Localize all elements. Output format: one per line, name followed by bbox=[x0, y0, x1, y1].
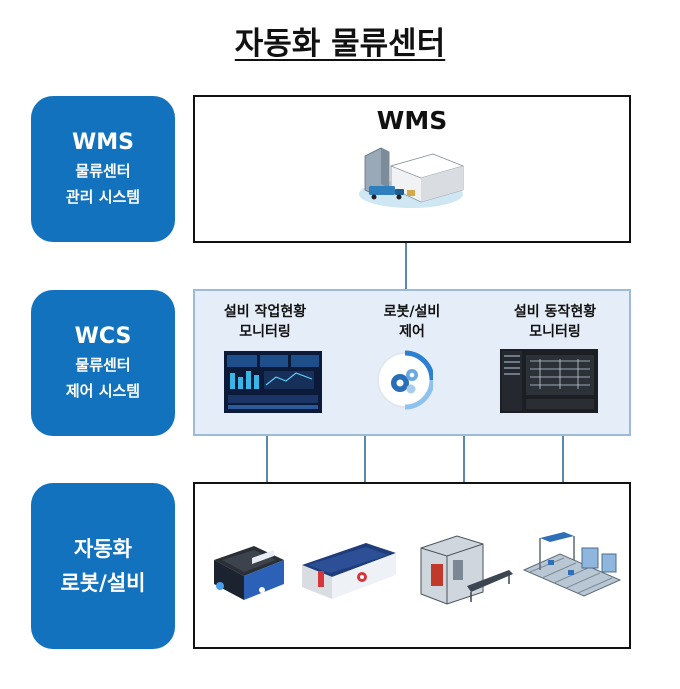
wcs-item-3-label: 설비 동작현황 모니터링 bbox=[490, 302, 620, 342]
operation-status-monitor-screen bbox=[500, 349, 598, 413]
robot-control-icon bbox=[377, 350, 433, 410]
tier-robot-line1: 자동화 bbox=[74, 537, 132, 561]
wcs-item-1-line1: 설비 작업현황 bbox=[223, 304, 307, 320]
connector-wcs-robot-3 bbox=[463, 436, 465, 482]
tier-wcs-line2: 제어 시스템 bbox=[65, 382, 141, 400]
connector-wcs-robot-1 bbox=[266, 436, 268, 482]
tier-wms-line1: 물류센터 bbox=[75, 162, 131, 180]
wcs-item-3-line1: 설비 동작현황 bbox=[513, 304, 597, 320]
tier-wcs-name: WCS bbox=[74, 324, 132, 349]
wcs-item-1-line2: 모니터링 bbox=[239, 324, 291, 340]
tier-wcs-pill: WCS 물류센터 제어 시스템 bbox=[31, 290, 175, 436]
wms-box-label: WMS bbox=[376, 106, 448, 135]
wcs-item-3-line2: 모니터링 bbox=[529, 324, 581, 340]
tier-wcs-line1: 물류센터 bbox=[75, 356, 131, 374]
wcs-item-2-line1: 로봇/설비 bbox=[383, 304, 441, 320]
wcs-item-2-line2: 제어 bbox=[399, 324, 425, 340]
conveyor-sorter-image bbox=[522, 532, 622, 597]
agv-robot-image bbox=[214, 546, 284, 600]
tier-robot-pill: 자동화 로봇/설비 bbox=[31, 483, 175, 649]
connector-wms-wcs bbox=[405, 243, 407, 289]
connector-wcs-robot-4 bbox=[562, 436, 564, 482]
shuttle-robot-image bbox=[302, 543, 396, 599]
diagram-title: 자동화 물류센터 bbox=[234, 26, 446, 62]
tier-wms-name: WMS bbox=[71, 130, 134, 155]
tier-robot-line2: 로봇/설비 bbox=[60, 571, 146, 595]
tier-wms-pill: WMS 물류센터 관리 시스템 bbox=[31, 96, 175, 242]
robot-picking-cell-image bbox=[420, 535, 513, 605]
warehouse-illustration bbox=[359, 147, 465, 208]
tier-wms-line2: 관리 시스템 bbox=[65, 188, 141, 206]
work-status-monitor-screen bbox=[224, 351, 322, 413]
wcs-item-2-label: 로봇/설비 제어 bbox=[352, 302, 472, 342]
wcs-item-1-label: 설비 작업현황 모니터링 bbox=[205, 302, 325, 342]
connector-wcs-robot-2 bbox=[364, 436, 366, 482]
